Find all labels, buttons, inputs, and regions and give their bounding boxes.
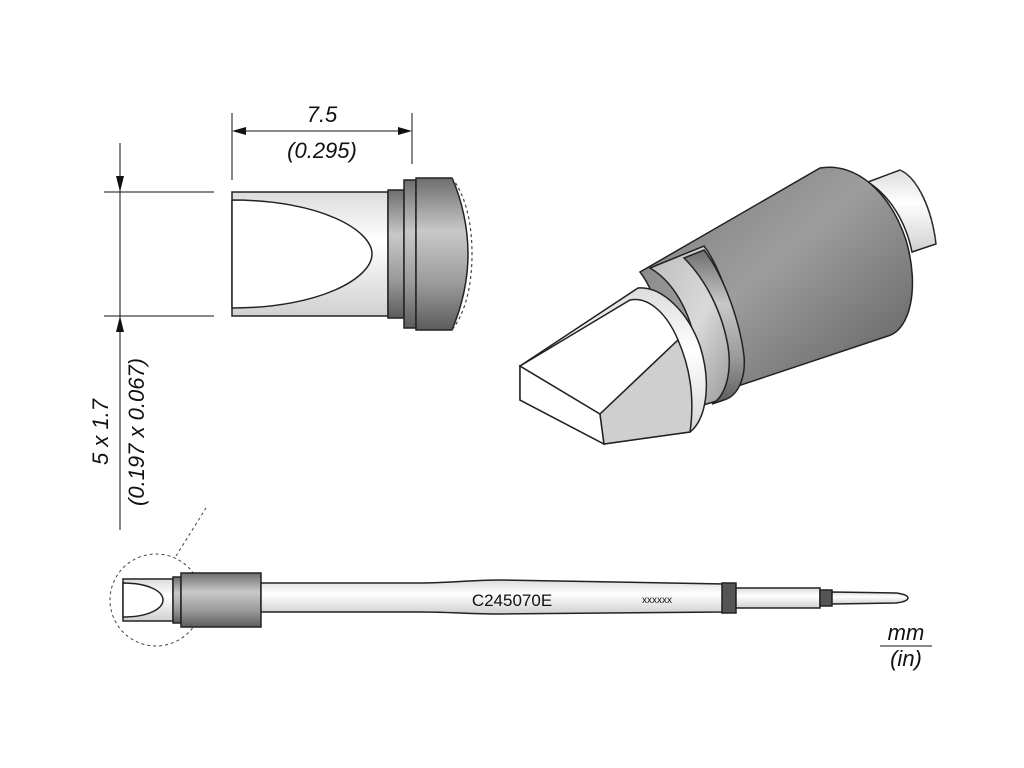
tip-chisel-face [231,199,373,309]
perspective-view [518,166,937,446]
side-view [104,113,473,530]
part-code: C245070E [472,591,552,610]
unit-secondary: (in) [890,646,922,671]
tip-shank [415,177,469,331]
full-tip-view: C245070E xxxxxx [109,507,909,647]
unit-primary: mm [888,620,925,645]
width-mm-label: 5 x 1.7 [88,398,113,465]
length-in-label: (0.295) [287,138,357,163]
length-mm-label: 7.5 [307,102,338,127]
part-marking: xxxxxx [642,595,672,606]
width-in-label: (0.197 x 0.067) [124,358,149,506]
